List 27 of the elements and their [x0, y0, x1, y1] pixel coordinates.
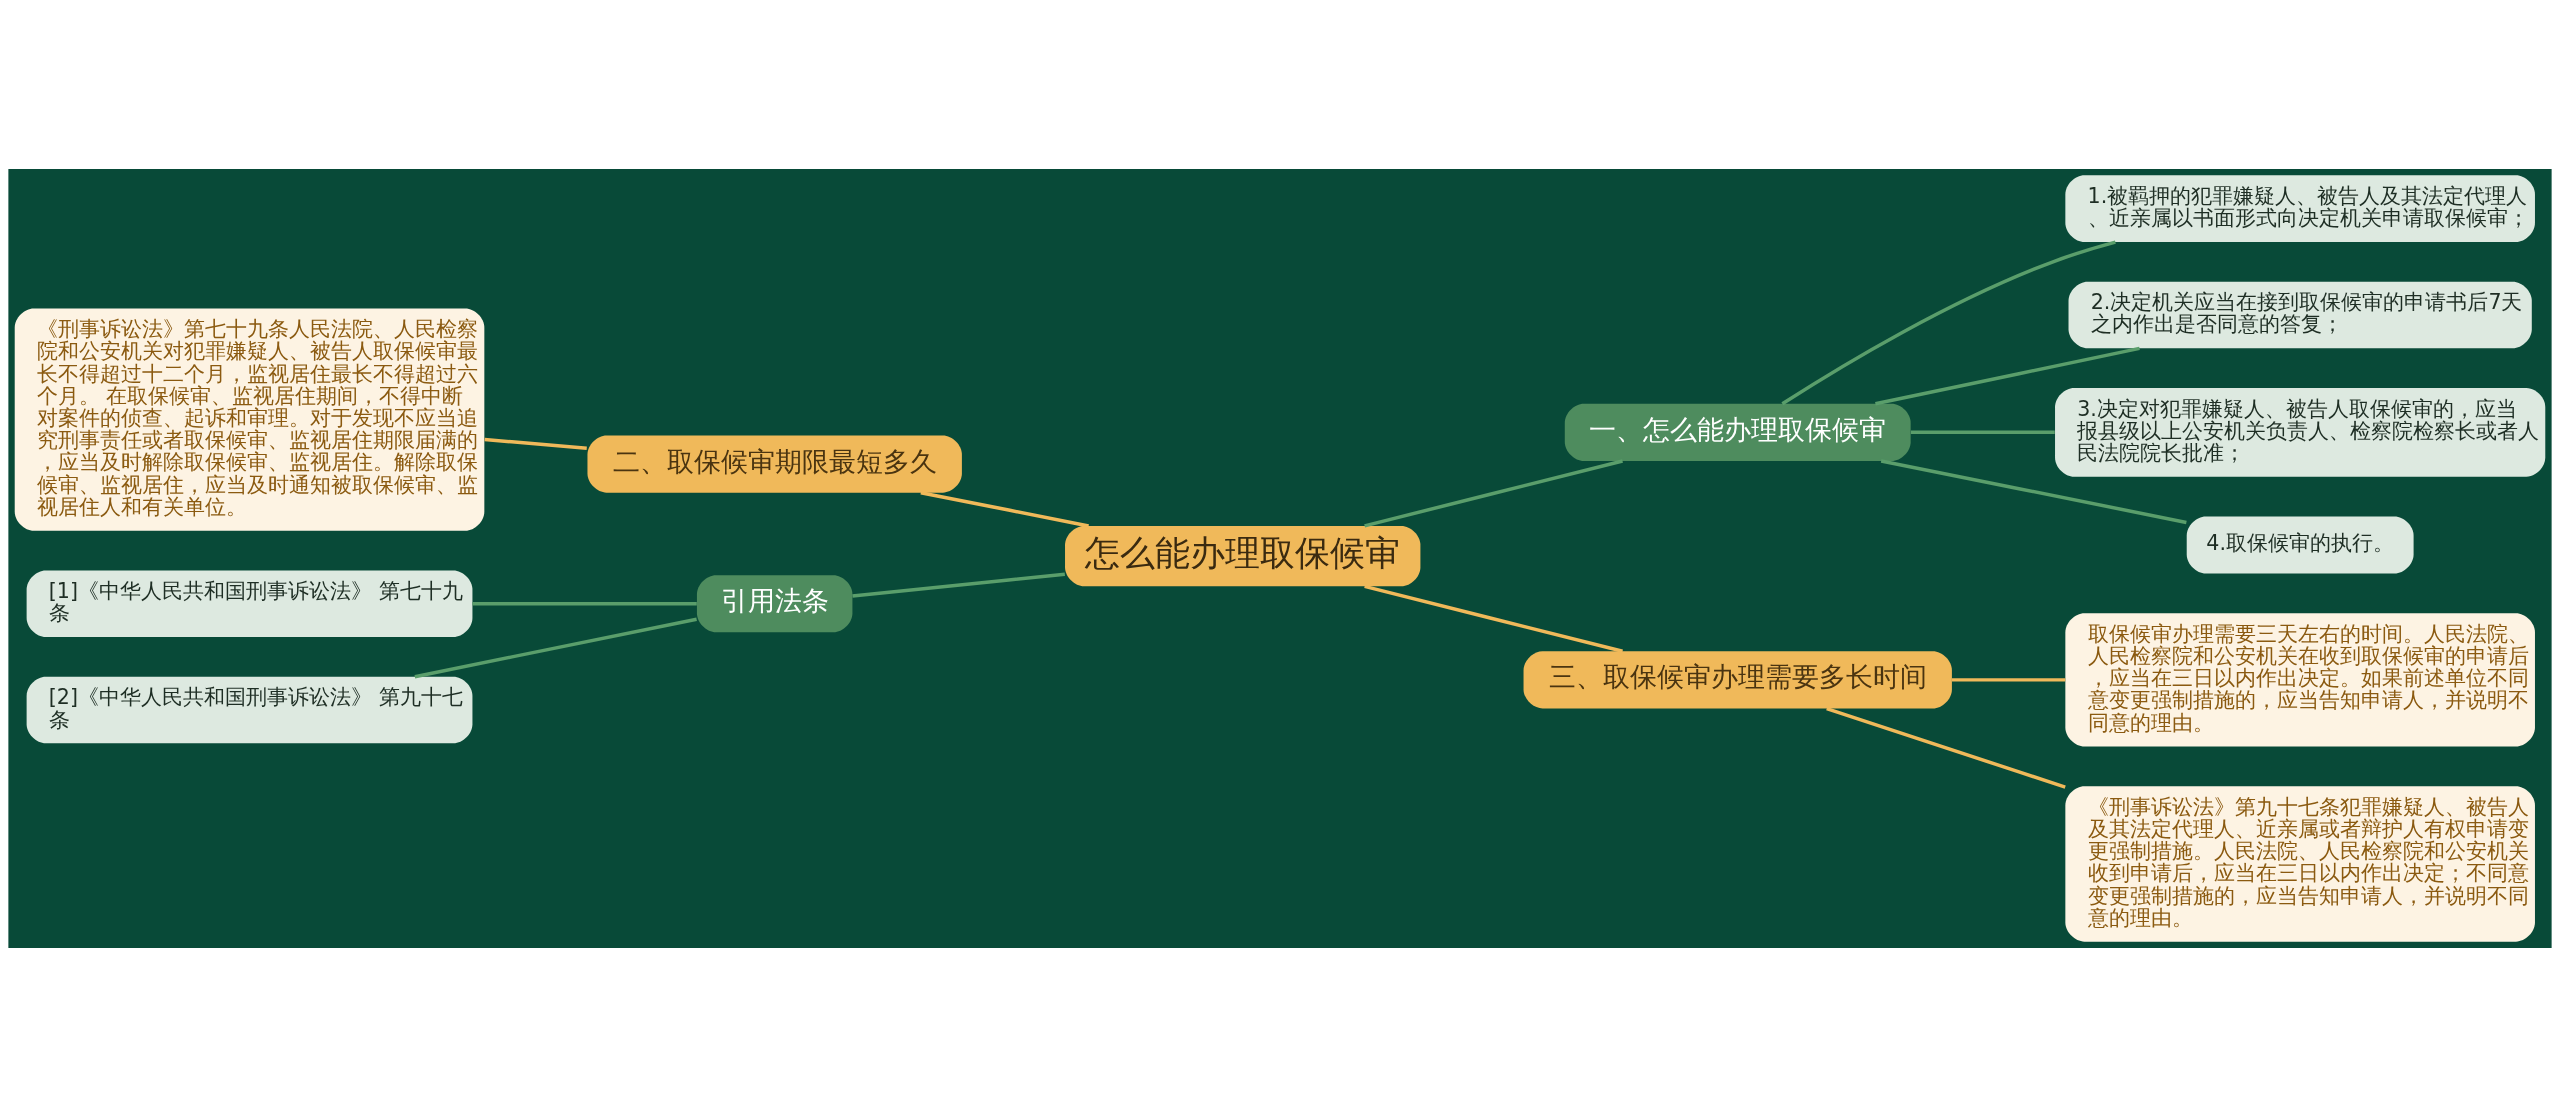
connector — [414, 617, 697, 679]
node-box: [2]《中华人民共和国刑事诉讼法》 第九十七条 — [26, 676, 473, 744]
connector — [1910, 430, 2055, 435]
node-box: 3.决定对犯罪嫌疑人、被告人取保候审的，应当报县级以上公安机关负责人、检察院检察长或者人民法院院长批准； — [2055, 387, 2546, 477]
connector — [920, 491, 1089, 528]
connector — [1875, 346, 2140, 406]
node-box: 《刑事诉讼法》第七十九条人民法院、人民检察院和公安机关对犯罪嫌疑人、被告人取保候审最长不得超过十二个月，监视居住最长不得超过六个月。 在取保候审、监视居住期间，不得中断对案件的侦查、起诉和审理。对于发现不应当追究刑事责任或者取保候审、监视居住期限届满的，应当及时解除取保候审、监视居住。解除取保候审、监视居住，应当及时通知被取保候审、监视居住人和有关单位。 — [14, 308, 485, 531]
connector — [852, 572, 1066, 598]
node-box: 《刑事诉讼法》第九十七条犯罪嫌疑人、被告人及其法定代理人、近亲属或者辩护人有权申请变更强制措施。人民法院、人民检察院和公安机关收到申请后，应当在三日以内作出决定；不同意变更强制措施的，应当告知申请人，并说明不同意的理由。 — [2065, 786, 2535, 942]
connector — [1951, 678, 2066, 682]
node-box: 怎么能办理取保候审 — [1065, 526, 1421, 587]
node-box: 三、取保候审办理需要多长时间 — [1523, 651, 1952, 709]
connector — [1364, 584, 1623, 653]
node-box: 取保候审办理需要三天左右的时间。人民法院、人民检察院和公安机关在收到取保候审的申请后，应当在三日以内作出决定。如果前述单位不同意变更强制措施的，应当告知申请人，并说明不同意的理由。 — [2065, 613, 2535, 747]
connector — [472, 601, 697, 606]
connector — [1364, 459, 1623, 528]
node-box: 引用法条 — [696, 575, 853, 633]
node-box: 1.被羁押的犯罪嫌疑人、被告人及其法定代理人、近亲属以书面形式向决定机关申请取保候审； — [2065, 175, 2535, 242]
node-box: 2.决定机关应当在接到取保候审的申请书后7天之内作出是否同意的答复； — [2068, 281, 2532, 349]
connector — [484, 437, 587, 450]
connector — [1880, 459, 2187, 525]
node-box: [1]《中华人民共和国刑事诉讼法》 第七十九条 — [26, 570, 473, 638]
node-box: 二、取保候审期限最短多久 — [587, 435, 962, 493]
connector — [1826, 706, 2066, 789]
node-box: 一、怎么能办理取保候审 — [1564, 403, 1911, 461]
connector — [1781, 240, 2116, 406]
node-box: 4.取保候审的执行。 — [2186, 516, 2414, 574]
